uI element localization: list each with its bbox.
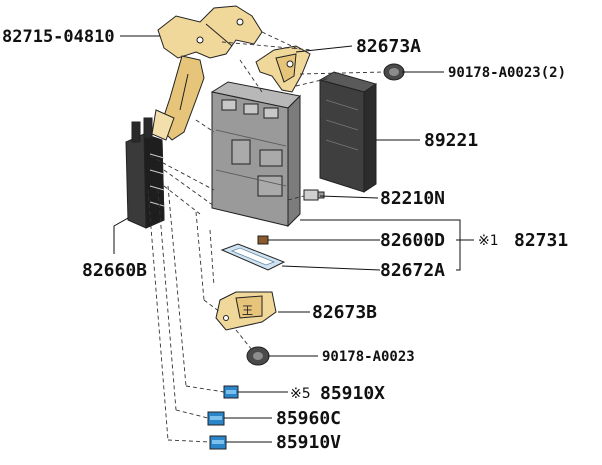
- label-82715-04810: 82715-04810: [2, 27, 115, 47]
- relay-82210n[interactable]: [303, 189, 325, 201]
- label-90178-a0023: 90178-A0023: [322, 349, 415, 365]
- leader-lines: [113, 35, 474, 443]
- label-82673a: 82673A: [356, 36, 421, 57]
- label-82660b: 82660B: [82, 260, 147, 281]
- fuse-82600d[interactable]: [257, 235, 269, 245]
- label-82600d: 82600D: [380, 230, 445, 251]
- bracket-82673b[interactable]: 王: [215, 291, 277, 331]
- cover-89221[interactable]: [318, 71, 378, 193]
- label-82673b: 82673B: [312, 302, 377, 323]
- junction-block-82731[interactable]: [210, 81, 302, 228]
- label-89221: 89221: [424, 130, 478, 151]
- bracket-82715-04810[interactable]: [151, 5, 263, 141]
- assembly-dashes: [147, 31, 385, 443]
- label-82210n: 82210N: [380, 188, 445, 209]
- label-82731: 82731: [514, 230, 568, 251]
- bracket-82673a[interactable]: [255, 45, 311, 93]
- connector-85960c[interactable]: [207, 411, 225, 426]
- clip-90178-a0023-top[interactable]: [383, 63, 405, 81]
- label-90178-a0023-2: 90178-A0023(2): [448, 65, 566, 81]
- clip-90178-a0023-bottom[interactable]: [246, 346, 270, 366]
- connector-85910x[interactable]: [223, 385, 239, 399]
- gasket-82672a[interactable]: [220, 243, 286, 271]
- label-85960c: 85960C: [276, 408, 341, 429]
- label-85910x: 85910X: [320, 383, 385, 404]
- bracket-82673b-glyph: 王: [242, 304, 253, 317]
- note-mark-1: ※1: [478, 233, 499, 249]
- label-82672a: 82672A: [380, 260, 445, 281]
- note-mark-5: ※5: [290, 386, 311, 402]
- label-85910v: 85910V: [276, 432, 341, 453]
- connector-85910v[interactable]: [209, 435, 227, 450]
